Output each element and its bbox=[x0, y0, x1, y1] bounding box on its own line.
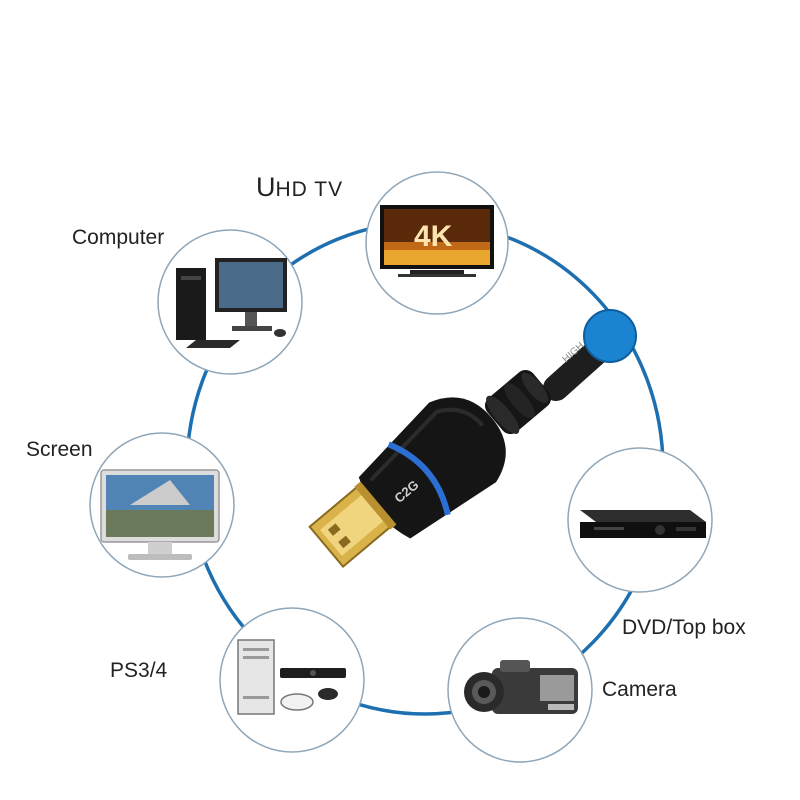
laptop-icon bbox=[100, 469, 220, 560]
ps-node bbox=[219, 607, 365, 753]
uhd-tv-node: 4K bbox=[365, 171, 509, 315]
uhd-tv-label: UHD TV bbox=[256, 172, 343, 203]
uhd-tv-label-rest: HD TV bbox=[275, 178, 344, 201]
computer-node bbox=[157, 229, 303, 375]
screen-node bbox=[89, 432, 235, 578]
dvd-player-icon bbox=[580, 510, 706, 538]
uhd-tv-label-initial: U bbox=[256, 172, 276, 202]
game-console-icon bbox=[237, 639, 346, 715]
tv-screen-text: 4K bbox=[414, 220, 453, 253]
ring-connection-dot bbox=[583, 309, 637, 363]
camcorder-icon bbox=[464, 660, 578, 714]
dvd-node bbox=[567, 447, 713, 593]
computer-label: Computer bbox=[72, 226, 165, 249]
hdmi-cable-icon: HIGH C2G bbox=[308, 325, 625, 569]
tv-icon: 4K bbox=[380, 205, 494, 277]
desktop-computer-icon bbox=[176, 258, 287, 348]
camera-node bbox=[447, 617, 593, 763]
screen-label: Screen bbox=[26, 438, 93, 461]
ps-label: PS3/4 bbox=[110, 659, 168, 682]
camera-label: Camera bbox=[602, 678, 677, 701]
dvd-label: DVD/Top box bbox=[622, 616, 746, 639]
